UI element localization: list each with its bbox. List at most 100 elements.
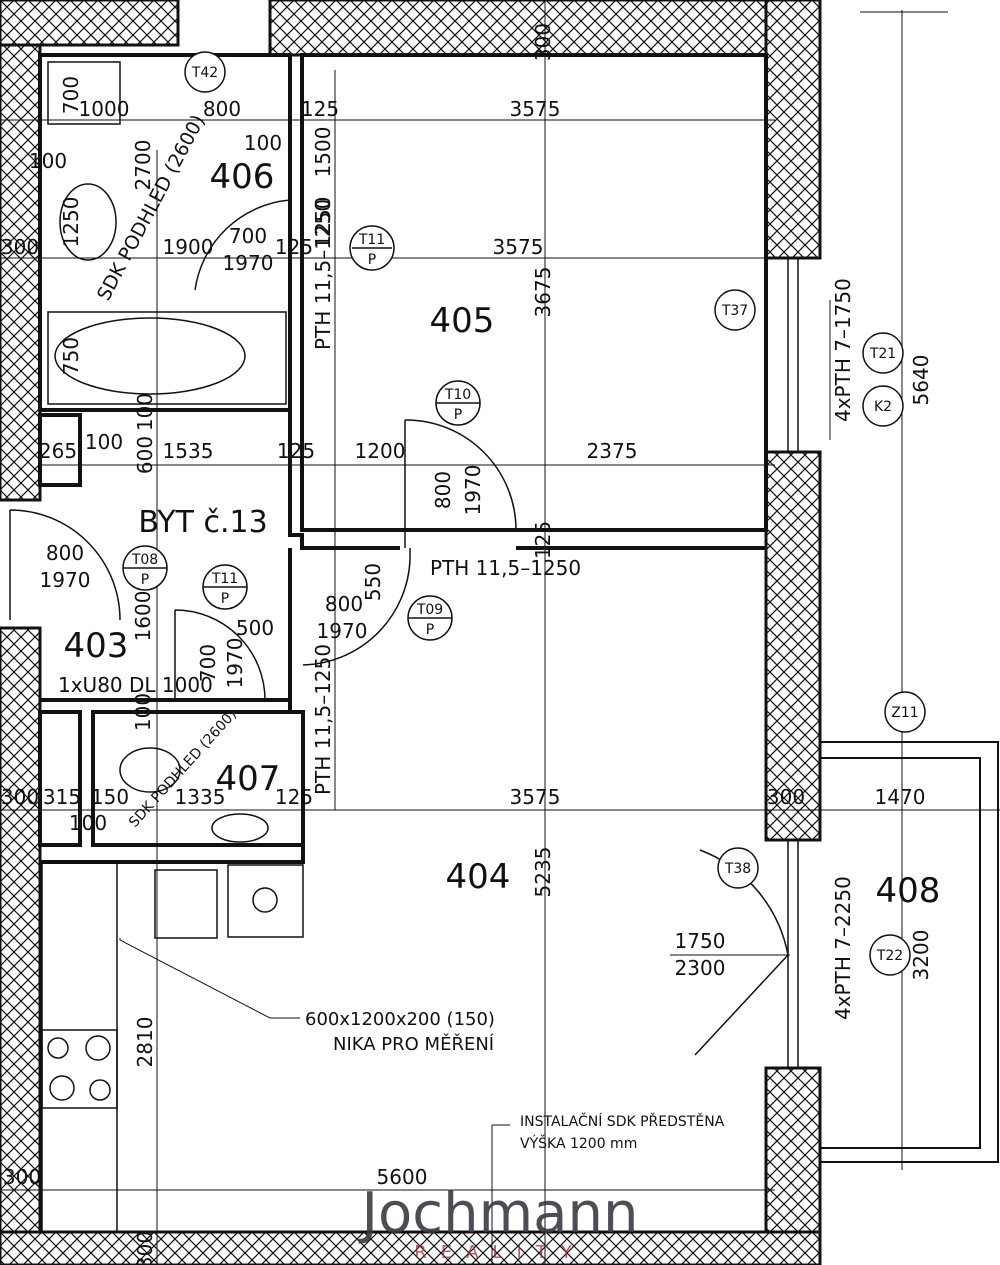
dim-100-a: 100 <box>29 149 67 173</box>
dim-2300: 2300 <box>675 956 726 980</box>
balcony-inner <box>820 757 981 1149</box>
dim-3575-a: 3575 <box>510 97 561 121</box>
tag-k2-label: K2 <box>874 399 892 415</box>
dim-800-b: 800 <box>431 471 455 509</box>
door-swing-405 <box>404 419 517 548</box>
dim-100-c: 100 <box>85 430 123 454</box>
bathtub-basin <box>54 317 246 395</box>
openings <box>9 199 799 1069</box>
dim-1470: 1470 <box>875 785 926 809</box>
tag-t21-label: T21 <box>869 346 896 362</box>
wall-kitchen <box>40 845 305 864</box>
bathtub <box>47 311 287 405</box>
toilet-406 <box>59 183 117 261</box>
closet-403 <box>38 413 82 487</box>
dim-550: 550 <box>361 563 385 601</box>
label-pth-c: PTH 11,5–1250 <box>311 644 335 795</box>
dim-100-b: 100 <box>244 131 282 155</box>
tag-t10-p: P <box>454 407 462 423</box>
kitchen-drain <box>252 887 278 913</box>
dim-300-e: 300 <box>133 1231 157 1265</box>
door-swing-406 <box>194 199 291 291</box>
corridor-wall <box>288 410 400 550</box>
dim-1500: 1500 <box>311 127 335 178</box>
dim-600: 600 <box>133 436 157 474</box>
kitchen-unit <box>227 864 304 938</box>
tag-t38 <box>717 847 759 889</box>
dim-800-d: 800 <box>325 592 363 616</box>
tag-k2 <box>862 385 904 427</box>
dim-500: 500 <box>236 616 274 640</box>
room-407-outline <box>91 710 305 847</box>
dim-2375: 2375 <box>587 439 638 463</box>
tag-t22 <box>869 934 911 976</box>
dim-1000: 1000 <box>79 97 130 121</box>
dim-5640: 5640 <box>909 355 933 406</box>
dim-300-b: 300 <box>1 785 39 809</box>
room-406-label: 406 <box>210 157 275 197</box>
dim-750: 750 <box>59 337 83 375</box>
room-407-label: 407 <box>216 759 281 799</box>
dim-3675: 3675 <box>531 267 555 318</box>
tag-t38-label: T38 <box>724 861 751 877</box>
room-404-label: 404 <box>446 857 511 897</box>
dim-1200: 1200 <box>355 439 406 463</box>
dim-300-d: 300 <box>3 1165 41 1189</box>
tag-t42-label: T42 <box>191 65 218 81</box>
kitchen-counter <box>41 861 118 1233</box>
dim-125-e: 125 <box>275 785 313 809</box>
stove <box>41 1029 118 1109</box>
dim-700-b: 700 <box>229 224 267 248</box>
dim-1250-a: 1250 <box>59 197 83 248</box>
dim-1970-a: 1970 <box>223 251 274 275</box>
wall-bottom <box>0 1230 822 1265</box>
stove-burner-2 <box>85 1035 111 1061</box>
tag-t37 <box>714 289 756 331</box>
sink-407 <box>211 813 269 843</box>
dim-3575-c: 3575 <box>510 785 561 809</box>
room-405-label: 405 <box>430 301 495 341</box>
washer <box>47 61 121 125</box>
wall-left-lower <box>0 626 42 1265</box>
dim-1970-e: 1970 <box>223 638 247 689</box>
label-u80: 1xU80 DL 1000 <box>58 673 213 697</box>
dim-265: 265 <box>39 439 77 463</box>
label-nika-1: 600x1200x200 (150) <box>305 1009 495 1030</box>
dim-1970-c: 1970 <box>40 568 91 592</box>
watermark: Jochmann REALITY <box>359 1181 639 1263</box>
dim-800-c: 800 <box>46 541 84 565</box>
dim-3575-b: 3575 <box>493 235 544 259</box>
dim-1970-d: 1970 <box>317 619 368 643</box>
dim-125-c: 125 <box>277 439 315 463</box>
dim-1335: 1335 <box>175 785 226 809</box>
tag-t11a-label: T11 <box>358 232 385 248</box>
dim-300-v-top: 300 <box>531 23 555 61</box>
watermark-sub: REALITY <box>414 1242 586 1263</box>
dim-700-top: 700 <box>59 76 83 114</box>
toilet-407 <box>119 747 181 793</box>
label-installation-2: VÝŠKA 1200 mm <box>520 1134 637 1152</box>
door-swing-balcony <box>694 849 789 1056</box>
balcony-outer <box>820 741 999 1163</box>
tag-t09-p: P <box>426 622 434 638</box>
dim-125-b: 125 <box>275 235 313 259</box>
room-405-outline <box>300 53 768 532</box>
stove-burner-1 <box>47 1037 69 1059</box>
unit-title: BYT č.13 <box>138 505 267 540</box>
room-406-outline <box>38 53 292 412</box>
window-405 <box>787 257 799 453</box>
dim-315: 315 <box>43 785 81 809</box>
dim-5600: 5600 <box>377 1165 428 1189</box>
stove-burner-3 <box>49 1075 75 1101</box>
dim-800-top: 800 <box>203 97 241 121</box>
dim-1970-b: 1970 <box>461 465 485 516</box>
tag-t08-label: T08 <box>131 552 158 568</box>
door-swing-entrance <box>9 509 121 621</box>
label-window-405: 4xPTH 7–1750 <box>831 278 855 422</box>
tag-t37-label: T37 <box>721 303 748 319</box>
wall-left-upper <box>0 43 42 502</box>
dim-2700: 2700 <box>131 140 155 191</box>
watermark-brand: Jochmann <box>359 1181 639 1246</box>
